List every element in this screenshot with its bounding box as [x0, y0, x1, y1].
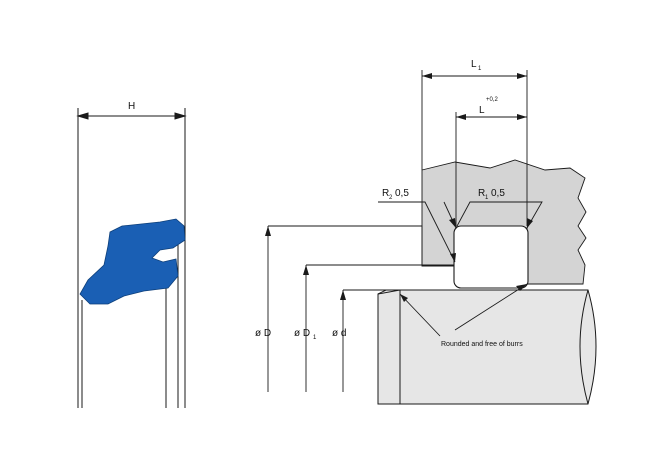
l-arrow-left	[456, 114, 466, 120]
radius-r2-label: R	[382, 188, 389, 199]
r2-arrow	[450, 253, 456, 262]
d1-arrow-top	[303, 265, 309, 275]
note-arrow-2	[516, 284, 527, 291]
l1-arrow-left	[422, 73, 432, 79]
radius-r2-subscript: 2	[389, 195, 393, 201]
note-leader-1	[399, 293, 441, 337]
diameter-d1-label: ø D	[294, 328, 310, 339]
dimension-l1-label: L	[471, 59, 477, 70]
h-arrow-right	[174, 112, 187, 120]
edge-note: Rounded and free of burrs	[441, 341, 523, 348]
d-arrow-top	[265, 226, 271, 236]
note-leader-2	[454, 283, 528, 331]
note-arrow-1	[400, 294, 408, 302]
diameter-d1-subscript: 1	[313, 335, 317, 341]
radius-r1-value: 0,5	[491, 188, 505, 199]
dimension-h-label: H	[128, 101, 135, 112]
d-small-arrow-top	[340, 290, 346, 300]
r1-arrow-right	[527, 218, 533, 228]
diameter-d-small-label: ø d	[332, 328, 346, 339]
radius-r1-label: R	[478, 188, 485, 199]
seal-groove	[453, 225, 529, 289]
r2-leader	[378, 201, 456, 263]
l1-arrow-right	[517, 73, 527, 79]
r1-arrow-left	[449, 218, 456, 228]
diameter-d-label: ø D	[255, 328, 271, 339]
d-leader	[268, 225, 423, 266]
dimension-l-tolerance: +0,2	[486, 97, 499, 103]
rod-end-face	[579, 289, 589, 405]
dimension-arrowheads	[265, 73, 533, 302]
radius-r2-value: 0,5	[395, 188, 409, 199]
seal-section-view	[76, 108, 187, 408]
dimension-l1-subscript: 1	[478, 66, 482, 72]
radius-r1-subscript: 1	[485, 195, 489, 201]
h-arrow-left	[76, 112, 89, 120]
dimension-l-label: L	[479, 105, 485, 116]
rod-chamfer-edge	[377, 289, 401, 295]
l-arrow-right	[517, 114, 527, 120]
seal-profile	[79, 218, 186, 305]
